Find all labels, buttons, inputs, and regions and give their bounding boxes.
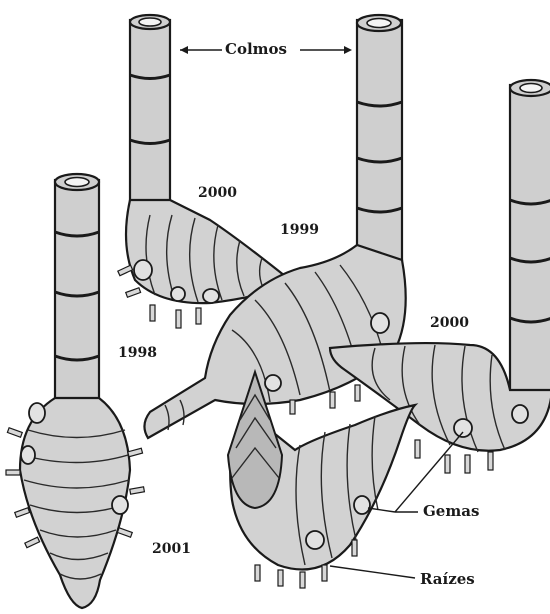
culms-label: Colmos [225, 40, 287, 58]
culm-left [55, 174, 99, 410]
year-label-shoot: 2001 [152, 541, 191, 557]
culm-top-center [357, 15, 402, 260]
roots-label: Raízes [420, 570, 475, 588]
roots-pointer [330, 566, 415, 578]
year-label-right: 2000 [430, 315, 469, 331]
year-label-left: 1998 [118, 345, 157, 361]
buds-label: Gemas [423, 502, 479, 520]
year-label-top-left: 2000 [198, 185, 237, 201]
culm-top-left [130, 15, 170, 210]
culm-right [510, 80, 550, 405]
year-label-center: 1999 [280, 222, 319, 238]
